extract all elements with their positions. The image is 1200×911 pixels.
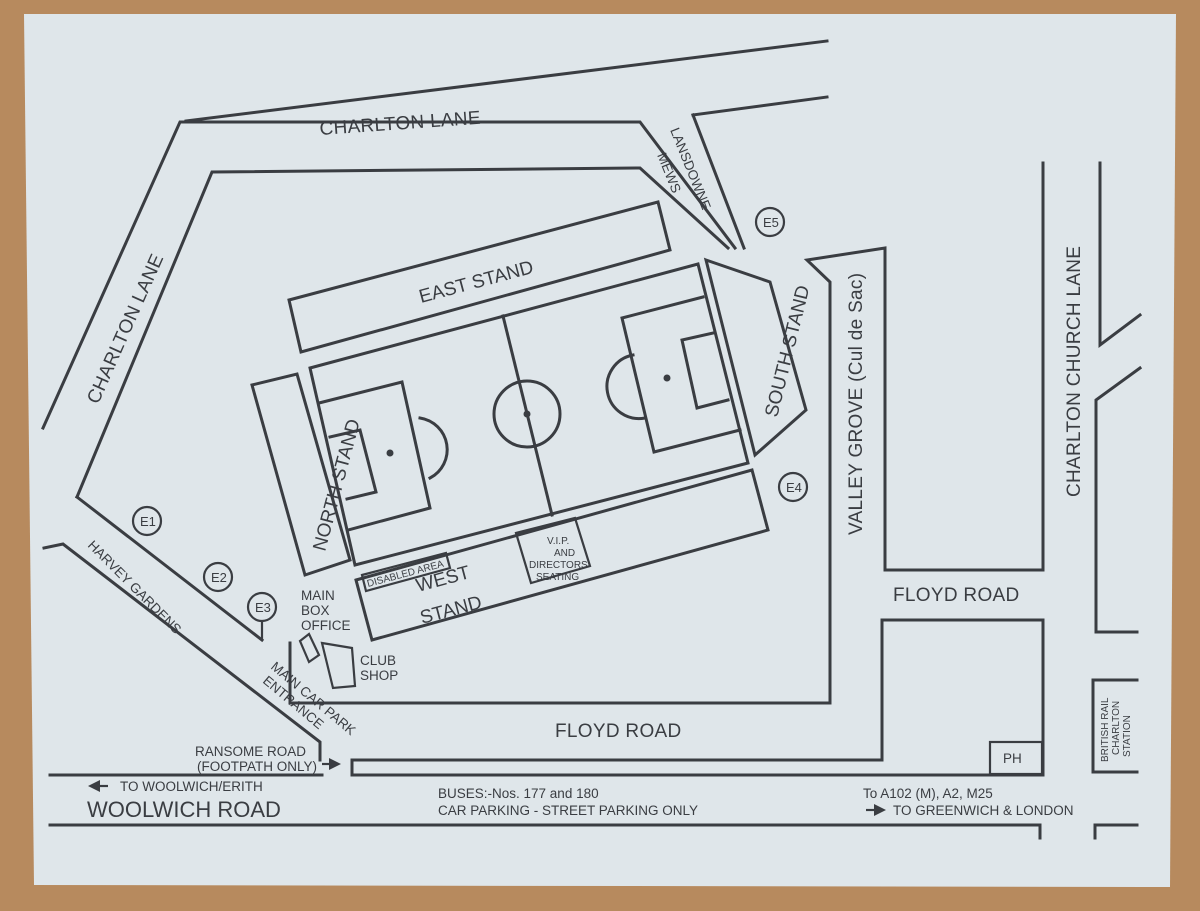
arrow-left-icon — [88, 780, 100, 792]
parking-info: CAR PARKING - STREET PARKING ONLY — [438, 803, 698, 818]
south-stand — [703, 257, 808, 458]
station-label-2: CHARLTON — [1111, 701, 1122, 755]
paper-card — [24, 14, 1176, 887]
vip-label-3: DIRECTORS — [529, 560, 588, 571]
west-stand — [354, 468, 770, 642]
club-shop-label-1: CLUB — [360, 653, 396, 668]
entrance-e5-marker — [754, 206, 786, 238]
vip-label-4: SEATING — [536, 572, 579, 583]
box-office-label-3: OFFICE — [301, 618, 351, 633]
valley-grove-label: VALLEY GROVE (Cul de Sac) — [846, 273, 867, 535]
box-office-label-1: MAIN — [301, 588, 335, 603]
vip-label-1: V.I.P. — [547, 536, 569, 547]
north-stand — [250, 372, 352, 577]
woolwich-direction-label: TO WOOLWICH/ERITH — [120, 779, 263, 794]
vip-label-2: AND — [554, 548, 575, 559]
pitch — [308, 262, 750, 567]
arrow-right-icon — [329, 758, 341, 770]
station-label-3: STATION — [1122, 715, 1133, 757]
buses-info: BUSES:-Nos. 177 and 180 — [438, 786, 599, 801]
entrance-e4-marker — [777, 471, 809, 503]
disabled-area — [360, 551, 452, 593]
vip-box — [514, 516, 592, 585]
arrow-right-icon — [874, 804, 886, 816]
club-shop-label-2: SHOP — [360, 668, 398, 683]
ransome-road-label: RANSOME ROAD — [195, 744, 306, 759]
entrance-e1-marker — [131, 505, 163, 537]
ransome-road-footpath: (FOOTPATH ONLY) — [197, 759, 317, 774]
box-office-label-2: BOX — [301, 603, 330, 618]
entrance-e5-label: E5 — [763, 215, 779, 230]
a102-direction-label: To A102 (M), A2, M25 — [863, 786, 993, 801]
entrance-e2-label: E2 — [211, 570, 227, 585]
station-label-1: BRITISH RAIL — [1100, 697, 1111, 762]
woolwich-road-label: WOOLWICH ROAD — [87, 797, 281, 822]
entrance-markers — [131, 206, 809, 640]
stadium — [250, 200, 808, 690]
entrance-e1-label: E1 — [140, 514, 156, 529]
box-office-building — [298, 632, 321, 664]
entrance-e3-label: E3 — [255, 600, 271, 615]
charlton-church-lane-label: CHARLTON CHURCH LANE — [1064, 246, 1085, 497]
entrance-e4-label: E4 — [786, 480, 802, 495]
east-stand — [287, 200, 672, 354]
road-lines — [41, 39, 1143, 840]
pub-label: PH — [1003, 751, 1022, 766]
club-shop-building — [320, 641, 357, 690]
floyd-road-upper-label: FLOYD ROAD — [893, 585, 1020, 606]
entrance-e2-marker — [202, 561, 234, 593]
greenwich-direction-label: TO GREENWICH & LONDON — [893, 803, 1074, 818]
floyd-road-lower-label: FLOYD ROAD — [555, 721, 682, 742]
